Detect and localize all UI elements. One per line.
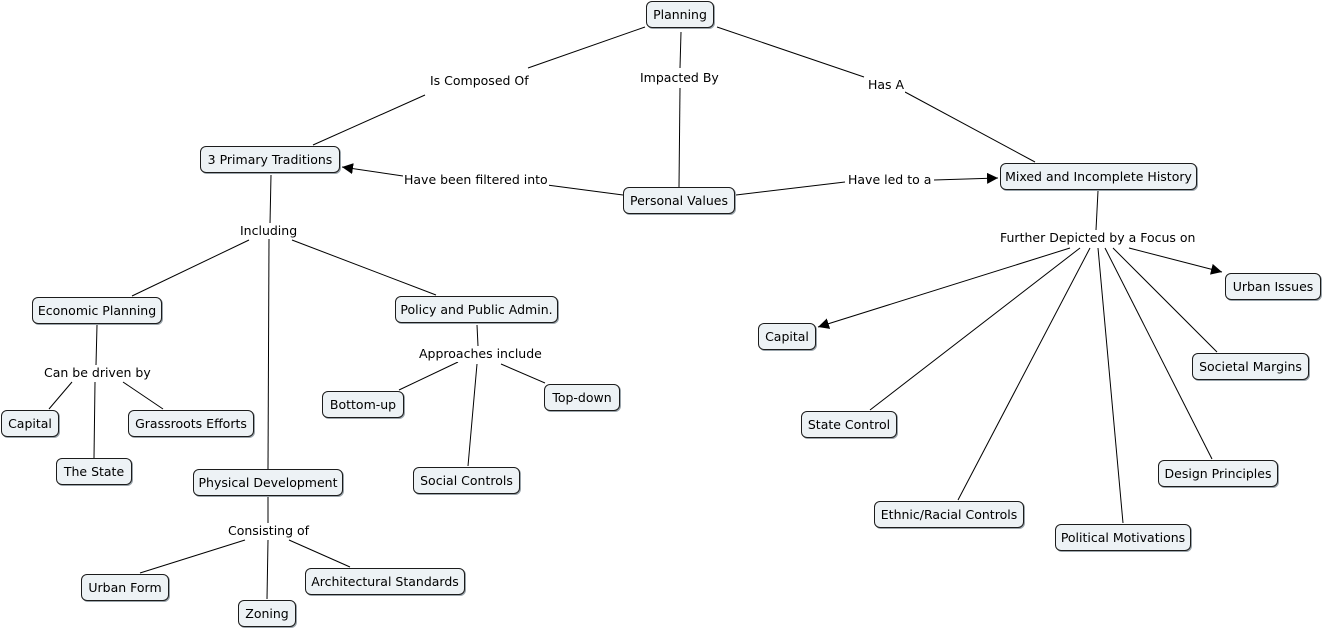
concept-physical-development[interactable]: Physical Development xyxy=(193,469,343,496)
link-including: Including xyxy=(239,223,299,239)
connector-line xyxy=(48,381,73,410)
connector-arrow xyxy=(1128,247,1223,275)
connector-line xyxy=(904,91,1036,163)
connector-line xyxy=(957,247,1091,501)
connector-line xyxy=(678,87,681,188)
connector-line xyxy=(1104,247,1213,460)
concept-political-motivations[interactable]: Political Motivations xyxy=(1055,524,1191,551)
connector-line xyxy=(527,26,646,69)
concept-zoning[interactable]: Zoning xyxy=(238,600,296,627)
concept-economic-planning[interactable]: Economic Planning xyxy=(32,297,162,324)
connector-line xyxy=(139,539,246,574)
concept-bottom-up[interactable]: Bottom-up xyxy=(322,391,404,418)
connector-line xyxy=(1112,247,1218,353)
link-further-depicted: Further Depicted by a Focus on xyxy=(999,230,1197,246)
link-has-a: Has A xyxy=(867,77,906,93)
link-impacted-by: Impacted By xyxy=(639,70,720,86)
connector-line xyxy=(312,94,426,146)
link-have-been-filtered-into: Have been filtered into xyxy=(403,172,549,188)
concept-social-controls[interactable]: Social Controls xyxy=(413,467,520,494)
connector-arrow xyxy=(933,172,999,184)
connector-line xyxy=(269,174,272,225)
connector-line xyxy=(122,381,164,410)
connector-line xyxy=(546,184,624,196)
concept-architectural-standards[interactable]: Architectural Standards xyxy=(305,568,465,595)
connector-line xyxy=(266,539,269,600)
concept-state-control[interactable]: State Control xyxy=(801,411,897,438)
connector-line xyxy=(476,324,479,347)
connector-line xyxy=(398,361,459,391)
connector-line xyxy=(467,363,478,467)
connector-line xyxy=(735,181,846,196)
concept-urban-issues[interactable]: Urban Issues xyxy=(1225,273,1321,300)
concept-societal-margins[interactable]: Societal Margins xyxy=(1192,353,1309,380)
connector-line xyxy=(288,539,351,568)
link-consisting-of: Consisting of xyxy=(227,523,311,539)
concept-mixed-incomplete-history[interactable]: Mixed and Incomplete History xyxy=(1000,163,1197,190)
concept-capital-history[interactable]: Capital xyxy=(758,323,816,350)
connector-arrow xyxy=(817,247,1071,329)
connector-line xyxy=(716,26,865,78)
connector-line xyxy=(291,239,437,296)
concept-urban-form[interactable]: Urban Form xyxy=(81,574,169,601)
concept-personal-values[interactable]: Personal Values xyxy=(623,187,735,214)
link-can-be-driven-by: Can be driven by xyxy=(43,365,152,381)
concept-top-down[interactable]: Top-down xyxy=(544,384,620,411)
concept-grassroots-efforts[interactable]: Grassroots Efforts xyxy=(128,410,254,437)
connector-line xyxy=(93,381,96,459)
connector-line xyxy=(869,247,1081,411)
connector-line xyxy=(1095,190,1099,231)
link-is-composed-of: Is Composed Of xyxy=(429,73,530,89)
connector-line xyxy=(1097,247,1124,524)
concept-planning[interactable]: Planning xyxy=(646,1,714,28)
concept-policy-public-admin[interactable]: Policy and Public Admin. xyxy=(395,296,558,323)
concept-capital-economic[interactable]: Capital xyxy=(1,410,59,437)
concept-the-state[interactable]: The State xyxy=(56,458,132,485)
connector-line xyxy=(267,237,270,470)
connector-line xyxy=(131,239,250,297)
connector-arrow xyxy=(341,163,404,177)
concept-3-primary-traditions[interactable]: 3 Primary Traditions xyxy=(200,146,340,173)
connector-line xyxy=(95,324,98,366)
concept-ethnic-racial-controls[interactable]: Ethnic/Racial Controls xyxy=(874,501,1024,528)
connector-line xyxy=(500,363,546,384)
link-have-led-to-a: Have led to a xyxy=(847,172,933,188)
connector-line xyxy=(679,31,682,69)
link-approaches-include: Approaches include xyxy=(418,346,543,362)
concept-design-principles[interactable]: Design Principles xyxy=(1158,460,1278,487)
